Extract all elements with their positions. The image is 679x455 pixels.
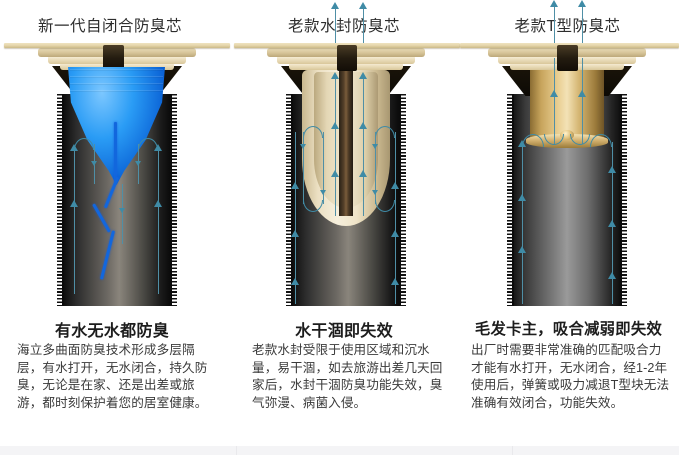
flow-line-center	[122, 184, 124, 244]
flow-arrow-up-right-outer	[154, 144, 162, 151]
wall-flow-arrow-left-1	[291, 182, 299, 189]
column-heading: 水干涸即失效	[295, 323, 393, 340]
inner-flow-arrow-right-3	[359, 170, 367, 177]
escape-line-left	[554, 2, 556, 58]
uturn-left-down-line	[303, 132, 305, 204]
inner-flow-line-right	[363, 74, 365, 216]
pipe-wall-right	[399, 94, 401, 306]
core-flow-arrow-left	[550, 90, 558, 97]
drain-hole	[103, 45, 124, 71]
pipe-wall-left	[291, 94, 293, 306]
pipe-thread-right	[622, 94, 627, 306]
escape-arrow-up-right	[359, 2, 367, 9]
inner-flow-arrow-left-1	[331, 72, 339, 79]
column-heading: 有水无水都防臭	[54, 323, 170, 340]
uturn-left-arrow-down-2	[320, 190, 326, 195]
silicone-valve-slit-upper	[114, 122, 117, 182]
water-seal-center-stem	[339, 50, 353, 216]
wall-flow-line-right	[395, 132, 397, 304]
escape-line-right	[582, 2, 584, 58]
escape-line-left	[335, 4, 337, 56]
escape-line-right	[363, 4, 365, 56]
wall-flow-arrow-right-3	[608, 272, 616, 279]
flow-line-right-outer	[158, 146, 160, 294]
footer-divider-1	[236, 446, 237, 455]
drain-hole	[337, 45, 357, 71]
wall-flow-line-left	[295, 132, 297, 304]
column-title: 新一代自闭合防臭芯	[37, 18, 182, 35]
pipe-wall-left	[512, 94, 514, 306]
silicone-core-rings	[70, 69, 163, 95]
column-old-water-seal-core: 老款水封防臭芯	[234, 0, 460, 455]
pipe-thread-left	[286, 94, 291, 306]
pipe-thread-left	[507, 94, 512, 306]
inner-flow-arrow-right-1	[359, 72, 367, 79]
flow-arrow-down-right-inner	[135, 161, 141, 166]
core-flow-arrow-right	[578, 90, 586, 97]
pipe-thread-right	[401, 94, 406, 306]
column-new-self-closing-core: 新一代自闭合防臭芯	[0, 0, 234, 455]
drain-hole	[557, 45, 578, 71]
uturn-left-up-line	[323, 132, 325, 204]
uturn-left-arrow-down	[300, 144, 306, 149]
inner-flow-arrow-left-3	[331, 170, 339, 177]
inner-flow-line-left	[335, 74, 337, 216]
flow-arrow-down-left-inner	[91, 161, 97, 166]
wall-flow-arrow-right-1	[608, 166, 616, 173]
wall-flow-arrow-left-3	[291, 278, 299, 285]
uturn-right-arrow-down	[372, 144, 378, 149]
column-body-text: 出厂时需要非常准确的匹配吸合力才能有水打开，无水闭合，经1-2年使用后，弹簧或吸…	[471, 343, 670, 410]
column-body-text: 海立多曲面防臭技术形成多层隔层，有水打开，无水闭合，持久防臭，无论是在家、还是出…	[17, 343, 208, 410]
diagram-water-seal-drain-core	[234, 2, 460, 306]
t-block-knob	[560, 130, 574, 140]
column-old-t-type-core: 老款T型防臭芯	[460, 0, 679, 455]
wall-flow-arrow-right-3	[391, 278, 399, 285]
wall-flow-arrow-left-3	[518, 246, 526, 253]
wall-flow-arrow-right-2	[608, 220, 616, 227]
inner-flow-arrow-right-2	[359, 122, 367, 129]
pipe-wall-left	[62, 94, 64, 306]
column-title: 老款T型防臭芯	[514, 18, 621, 35]
pipe-thread-left	[57, 94, 62, 306]
pipe-wall-right	[620, 94, 622, 306]
escape-arrow-up-left	[550, 0, 558, 7]
uturn-right-arrow-down-2	[372, 190, 378, 195]
wall-flow-arrow-left-1	[518, 140, 526, 147]
core-flow-line-left	[554, 58, 556, 144]
flow-line-left-outer	[74, 146, 76, 294]
escape-arrow-up-left	[331, 2, 339, 9]
wall-flow-arrow-right-2	[391, 230, 399, 237]
column-body-text: 老款水封受限于使用区域和沉水量，易干涸，如去旅游出差几天回家后，水封干涸防臭功能…	[252, 343, 443, 410]
diagram-self-closing-silicone-drain-core	[0, 34, 234, 306]
uturn-right-up-line	[375, 132, 377, 204]
escape-arrow-up-right	[578, 0, 586, 7]
wall-flow-arrow-left-2	[291, 230, 299, 237]
wall-flow-line-left	[522, 142, 524, 304]
pipe-wall-right	[170, 94, 172, 306]
flow-arrow-down-center	[119, 208, 125, 213]
column-title: 老款水封防臭芯	[287, 18, 400, 35]
pipe-thread-right	[172, 94, 177, 306]
inner-flow-arrow-left-2	[331, 122, 339, 129]
flow-arrow-up-right-outer-2	[154, 200, 162, 207]
flow-arrow-up-left-outer-2	[70, 200, 78, 207]
diagram-t-type-drain-core	[460, 0, 679, 306]
core-flow-line-right	[582, 58, 584, 144]
wall-flow-arrow-right-1	[391, 182, 399, 189]
footer-divider-2	[512, 446, 513, 455]
column-heading: 毛发卡主，吸合减弱即失效	[474, 321, 663, 338]
footer-band	[0, 446, 679, 455]
wall-flow-arrow-left-2	[518, 194, 526, 201]
